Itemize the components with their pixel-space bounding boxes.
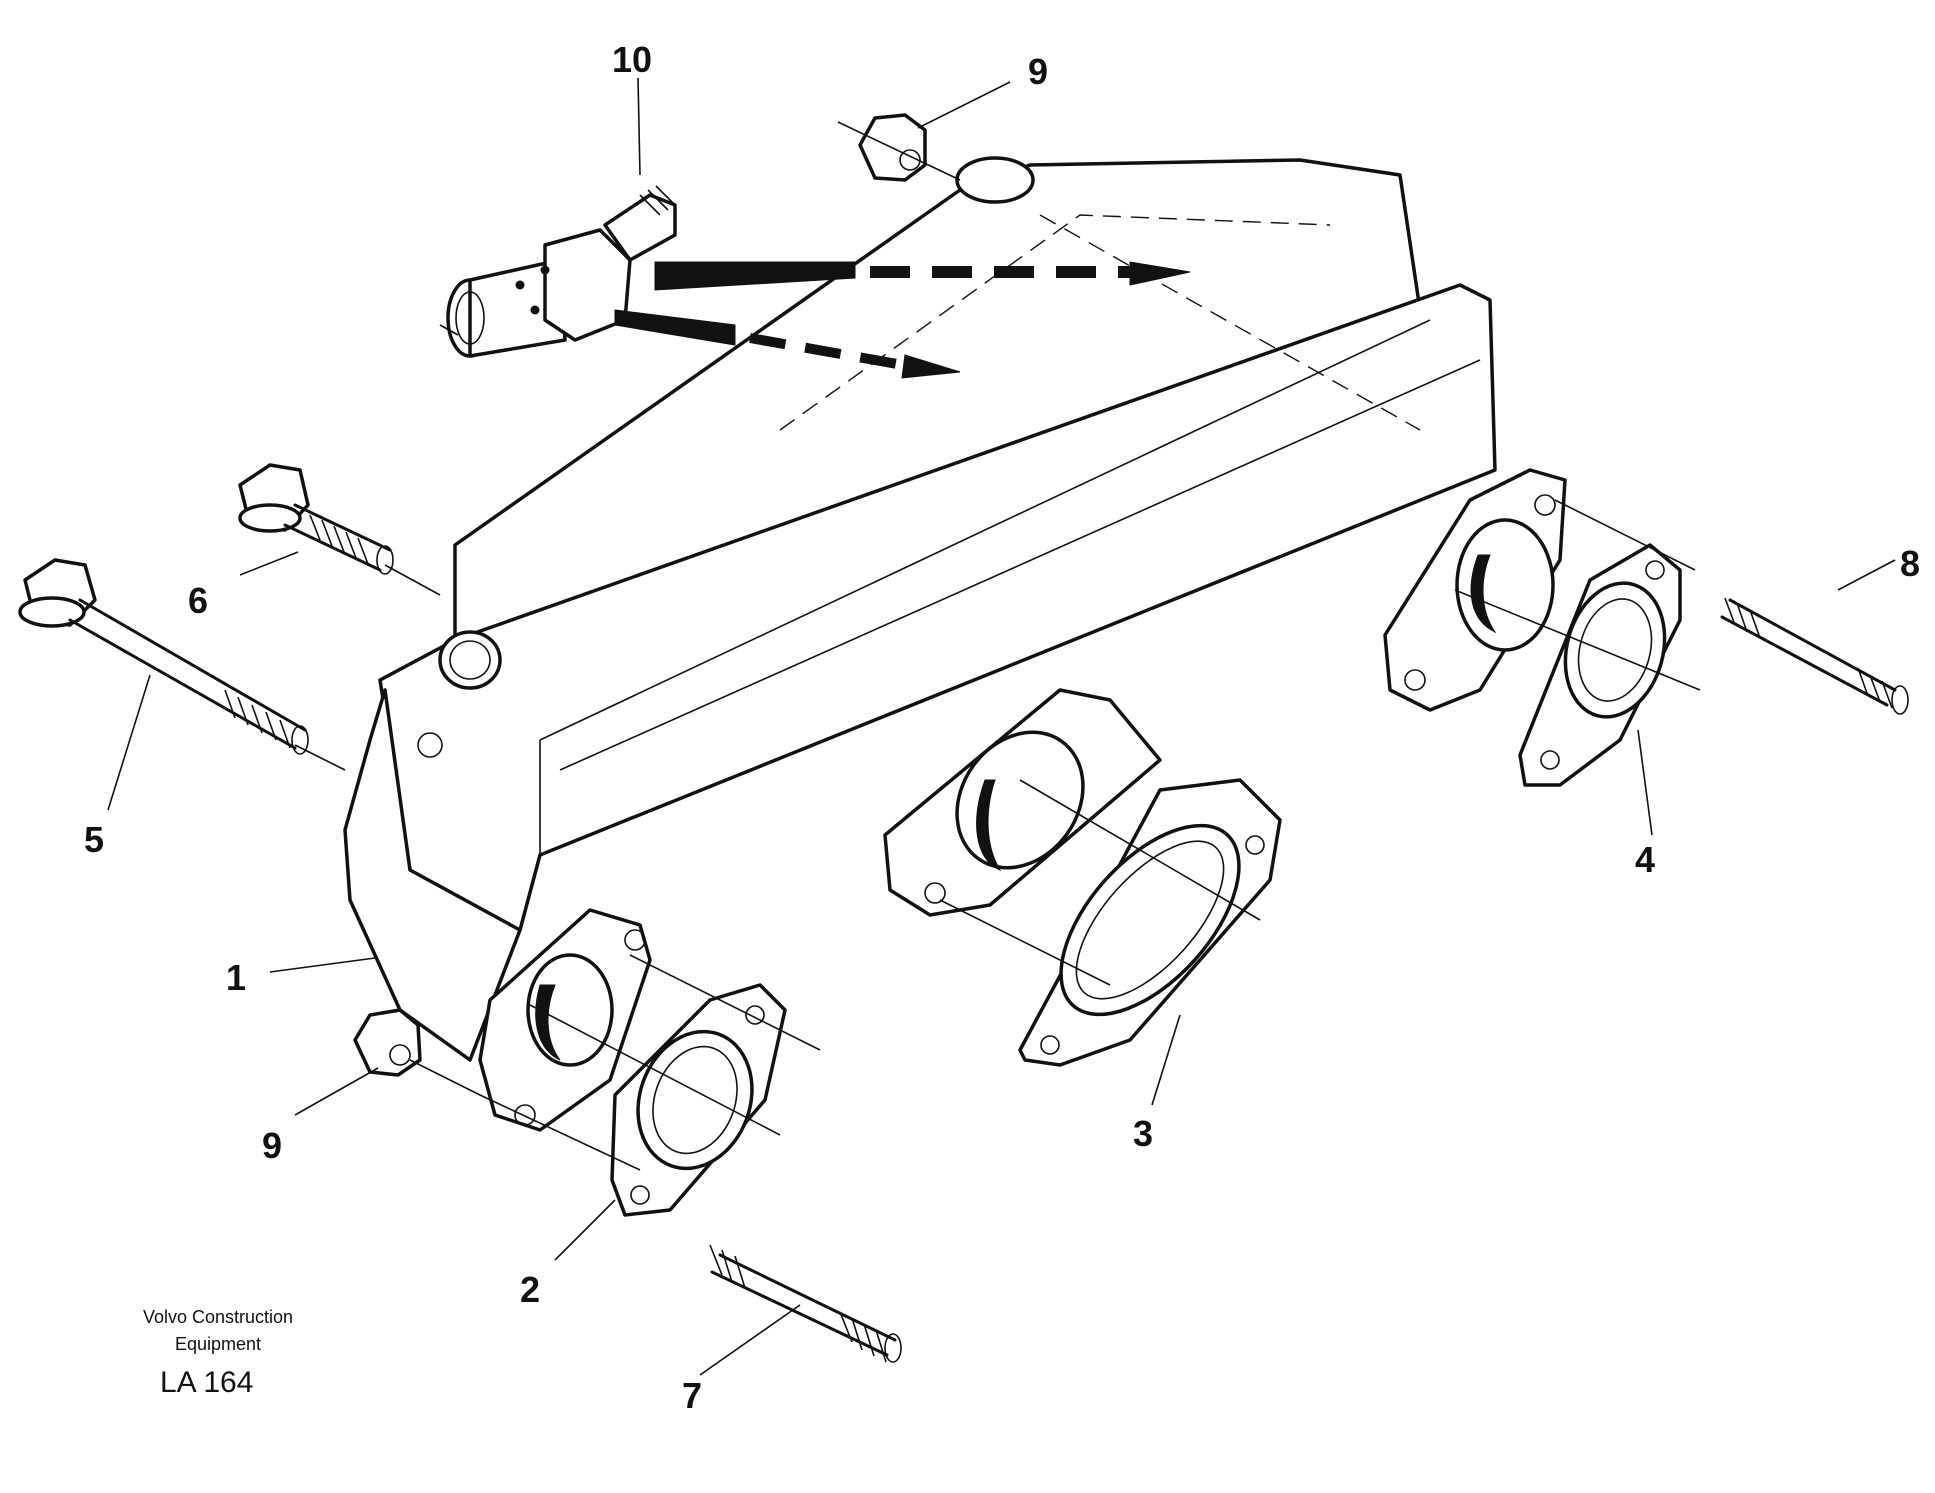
footer-company-line2: Equipment bbox=[175, 1334, 261, 1354]
callout-2: 2 bbox=[520, 1269, 540, 1310]
diagram-footer: Volvo Construction Equipment LA 164 bbox=[143, 1307, 293, 1399]
bolt-6 bbox=[238, 463, 394, 575]
callout-1: 1 bbox=[226, 957, 246, 998]
insertion-arrow-lower bbox=[614, 309, 961, 379]
gasket-4 bbox=[1518, 543, 1682, 787]
callout-5: 5 bbox=[84, 819, 104, 860]
leader-3 bbox=[1151, 1014, 1181, 1106]
leader-lines bbox=[107, 77, 1896, 1376]
leader-5 bbox=[107, 674, 151, 811]
leader-9-bottom bbox=[294, 1067, 379, 1116]
manifold-flange-middle bbox=[883, 688, 1162, 917]
bolt-5 bbox=[18, 558, 309, 755]
callout-9-top: 9 bbox=[1028, 51, 1048, 92]
leader-7 bbox=[699, 1304, 801, 1376]
callout-8: 8 bbox=[1900, 543, 1920, 584]
leader-2 bbox=[554, 1199, 616, 1261]
callout-6: 6 bbox=[188, 580, 208, 621]
gasket-3 bbox=[1018, 778, 1282, 1067]
callout-7: 7 bbox=[682, 1375, 702, 1416]
leader-1 bbox=[269, 957, 376, 973]
leader-8 bbox=[1837, 559, 1896, 591]
insertion-arrow-upper bbox=[654, 261, 1191, 291]
callout-10: 10 bbox=[612, 39, 652, 80]
footer-company-line1: Volvo Construction bbox=[143, 1307, 293, 1327]
stud-7 bbox=[709, 1244, 902, 1363]
nut-9-bottom bbox=[353, 1008, 422, 1077]
diagram-code: LA 164 bbox=[160, 1366, 253, 1399]
callout-4: 4 bbox=[1635, 839, 1655, 880]
leader-9-top bbox=[917, 81, 1011, 129]
callout-9-bottom: 9 bbox=[262, 1125, 282, 1166]
gasket-2 bbox=[610, 983, 787, 1217]
manifold-flange-right bbox=[1383, 468, 1567, 712]
stud-8 bbox=[1720, 597, 1909, 715]
leader-6 bbox=[239, 551, 299, 576]
assembly-axes bbox=[294, 121, 1701, 1171]
callout-3: 3 bbox=[1133, 1113, 1153, 1154]
leader-4 bbox=[1637, 729, 1653, 836]
leader-10 bbox=[637, 77, 641, 176]
exhaust-manifold bbox=[343, 156, 1497, 1062]
temperature-sensor-10 bbox=[446, 185, 677, 358]
